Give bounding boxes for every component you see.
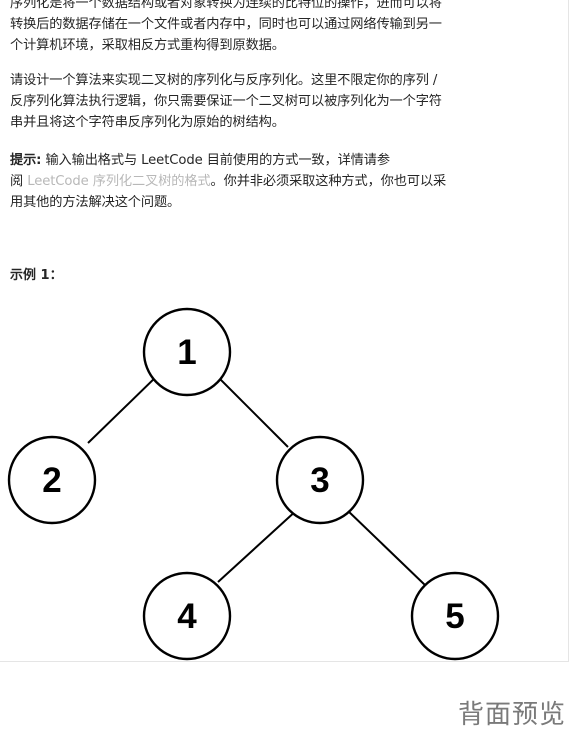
tree-node-label: 5 [445, 597, 464, 636]
tree-node-3 [275, 435, 365, 525]
description-line: 序列化是将一个数据结构或者对象转换为连续的比特位的操作，进而可以将 [10, 0, 442, 11]
description-line: 反序列化算法执行逻辑，你只需要保证一个二叉树可以被序列化为一个字符 [10, 94, 442, 109]
description-paragraph-1: 序列化是将一个数据结构或者对象转换为连续的比特位的操作，进而可以将 转换后的数据… [10, 0, 442, 56]
tree-edge-3-4 [217, 508, 299, 583]
description-paragraph-2: 请设计一个算法来实现二叉树的序列化与反序列化。这里不限定你的序列 / 反序列化算… [10, 70, 442, 133]
description-line: 转换后的数据存储在一个文件或者内存中，同时也可以通过网络传输到另一 [10, 17, 442, 32]
tree-node-1 [142, 307, 232, 397]
description-line: 个计算机环境，采取相反方式重构得到原数据。 [10, 38, 285, 53]
example-title: 示例 1： [10, 268, 63, 283]
tree-node-label: 3 [310, 461, 329, 500]
hint-paragraph: 提示: 输入输出格式与 LeetCode 目前使用的方式一致，详情请参 阅 Le… [10, 150, 446, 213]
tree-edge-1-2 [87, 372, 161, 444]
format-link[interactable]: LeetCode 序列化二叉树的格式 [27, 174, 211, 189]
tree-node-label: 4 [177, 597, 197, 636]
hint-line-1: 提示: 输入输出格式与 LeetCode 目前使用的方式一致，详情请参 [10, 150, 446, 171]
hint-text: 。你并非必须采取这种方式，你也可以采 [210, 174, 447, 189]
back-preview-label[interactable]: 背面预览 [457, 700, 566, 730]
tree-edge-3-5 [345, 508, 427, 587]
description-line: 串并且将这个字符串反序列化为原始的树结构。 [10, 115, 285, 130]
binary-tree-diagram: 1 2 3 4 5 [7, 307, 500, 661]
hint-text: 阅 [10, 174, 28, 189]
tree-node-2 [7, 435, 97, 525]
tree-edge-1-3 [213, 372, 289, 448]
tree-node-5 [410, 571, 500, 661]
hint-line-3: 用其他的方法解决这个问题。 [10, 195, 181, 210]
hint-text: 输入输出格式与 LeetCode 目前使用的方式一致，详情请参 [41, 153, 390, 168]
description-line: 请设计一个算法来实现二叉树的序列化与反序列化。这里不限定你的序列 / [10, 73, 438, 88]
tree-node-label: 1 [177, 333, 196, 372]
tree-node-label: 2 [42, 461, 61, 500]
tree-node-4 [142, 571, 232, 661]
hint-label: 提示: [10, 153, 42, 168]
problem-card: 序列化是将一个数据结构或者对象转换为连续的比特位的操作，进而可以将 转换后的数据… [0, 0, 569, 662]
hint-line-2: 阅 LeetCode 序列化二叉树的格式。你并非必须采取这种方式，你也可以采 [10, 171, 446, 192]
